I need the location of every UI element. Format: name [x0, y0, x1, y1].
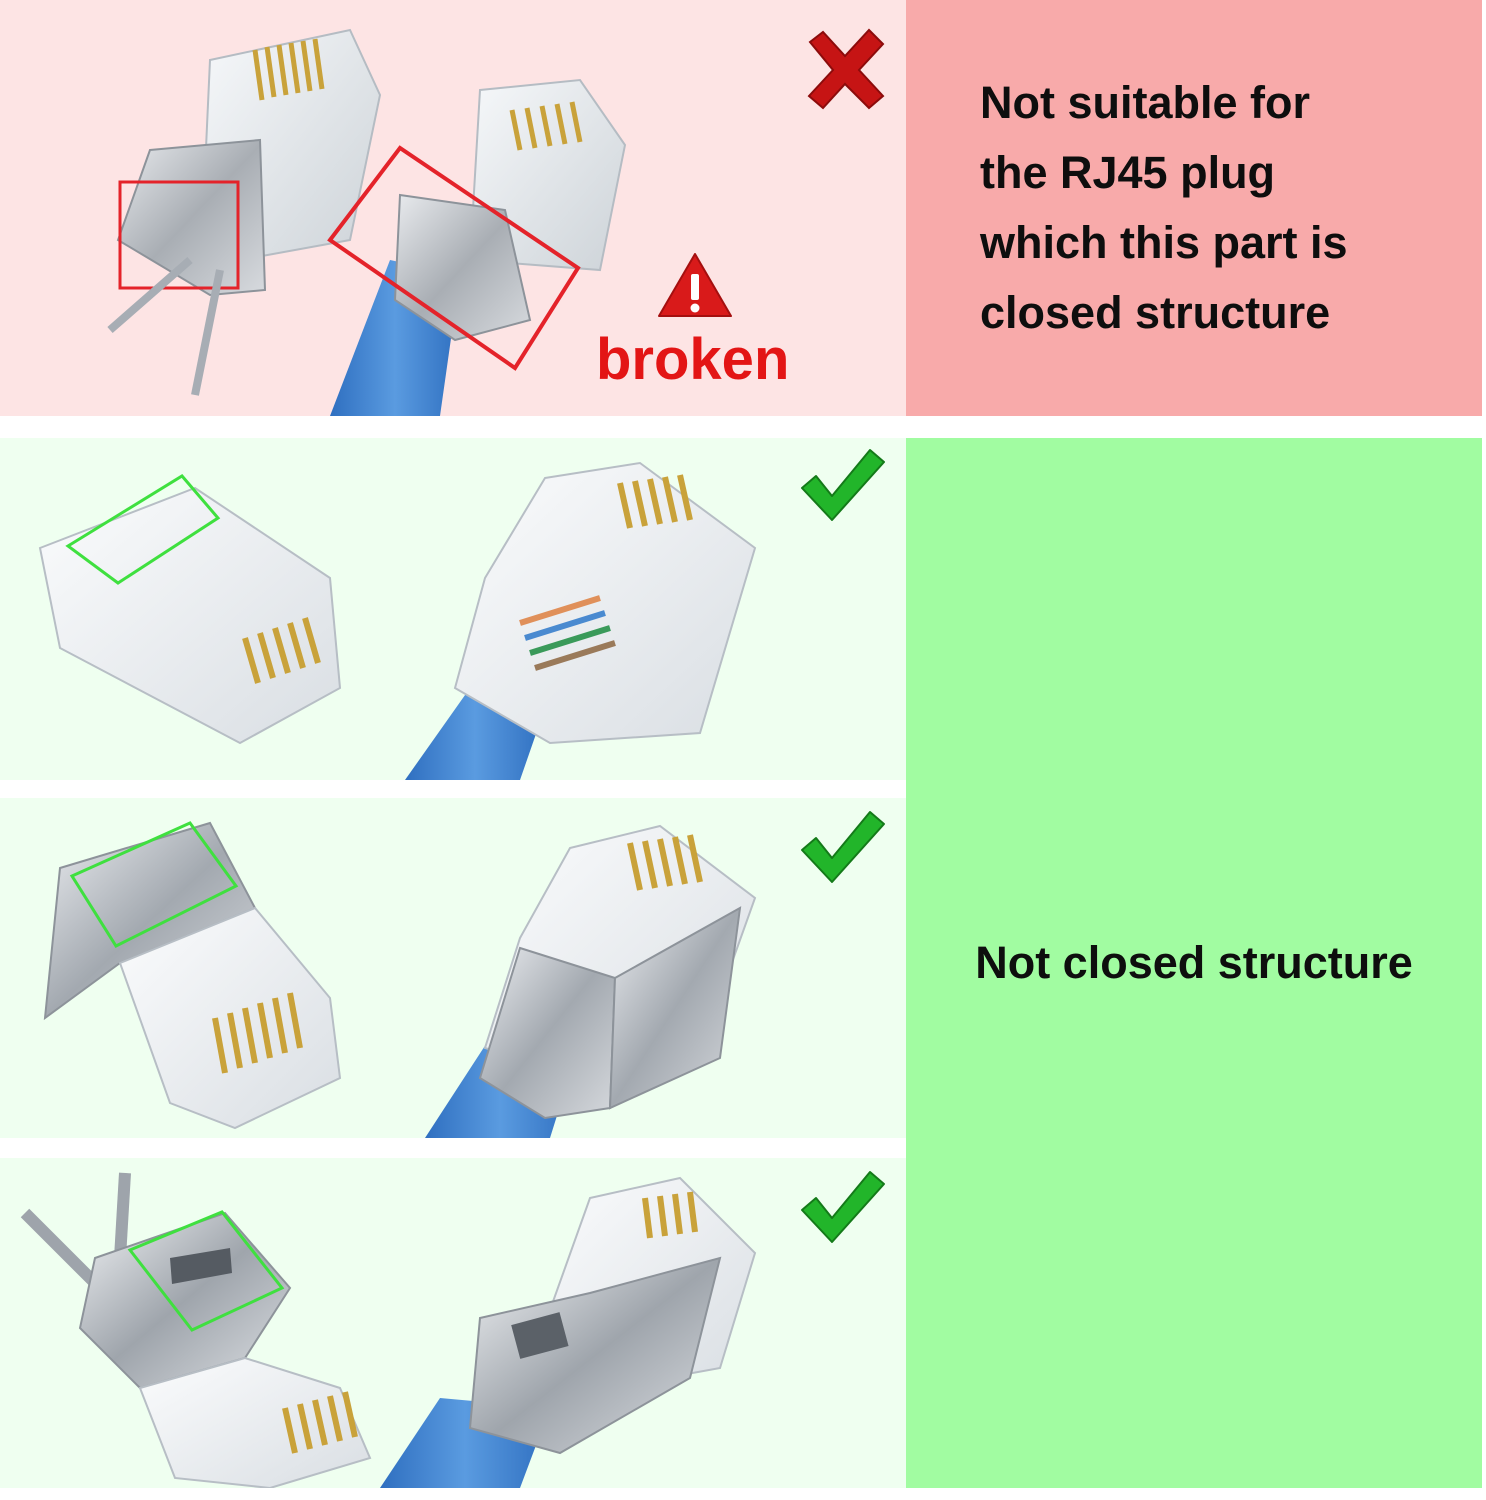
green-check-icon [801, 811, 885, 883]
shielded-connector-left [43, 821, 342, 1130]
crimped-connector-right [405, 461, 757, 780]
shielded-crimped-clip-connector-right [380, 1176, 757, 1488]
broken-connector-right [327, 78, 627, 416]
good-example-photo-1 [0, 438, 906, 780]
good-caption: Not closed structure [975, 937, 1413, 988]
bad-caption-line: closed structure [980, 287, 1331, 338]
bad-caption-line: Not suitable for [980, 77, 1311, 128]
highlight-box-red [118, 180, 240, 290]
unshielded-connector-left [38, 474, 342, 745]
bad-caption: Not suitable for the RJ45 plug which thi… [980, 68, 1348, 348]
good-example-photo-3 [0, 1158, 906, 1488]
bad-caption-line: which this part is [980, 217, 1348, 268]
shielded-connector-left [107, 28, 382, 396]
shielded-clip-connector-left [20, 1172, 372, 1488]
highlight-box-green [69, 821, 239, 948]
green-check-icon [801, 1171, 885, 1243]
green-check-icon [801, 449, 885, 521]
highlight-box-green [127, 1210, 285, 1332]
clear-connectors-illustration [38, 449, 885, 780]
shielded-connectors-illustration [43, 811, 885, 1138]
broken-label: broken [596, 327, 790, 392]
highlight-box-green [65, 474, 221, 585]
good-example-photo-2 [0, 798, 906, 1138]
highlight-box-red [327, 145, 581, 371]
bad-example-photo: broken [0, 0, 906, 416]
shielded-crimped-connector-right [425, 824, 757, 1138]
warning-triangle-icon [658, 253, 732, 317]
clip-connectors-illustration [20, 1171, 885, 1488]
red-cross-icon [807, 28, 885, 110]
bad-caption-panel: Not suitable for the RJ45 plug which thi… [906, 0, 1482, 416]
bad-caption-line: the RJ45 plug [980, 147, 1276, 198]
bad-connectors-illustration [107, 28, 885, 416]
good-caption-panel: Not closed structure [906, 438, 1482, 1488]
